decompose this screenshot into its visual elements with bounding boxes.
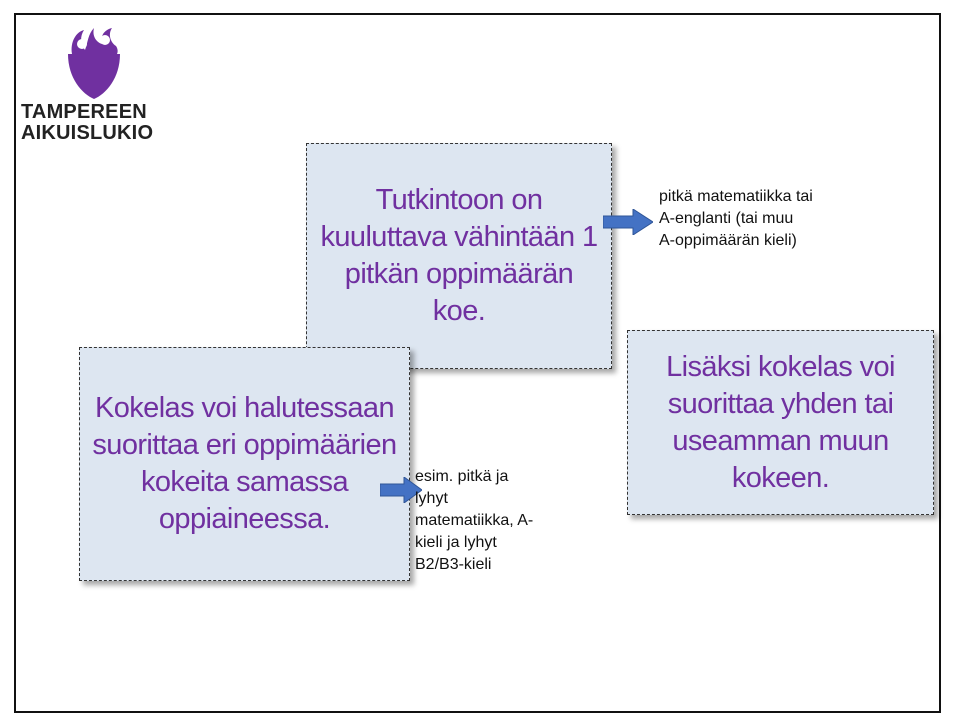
requirement-example-note: pitkä matematiikka tai A-englanti (tai m… bbox=[659, 188, 813, 249]
multiple-syllabi-box: Kokelas voi halutessaan suorittaa eri op… bbox=[79, 347, 410, 581]
requirement-text: Tutkintoon on kuuluttava vähintään 1 pit… bbox=[320, 184, 598, 327]
additional-exams-text: Lisäksi kokelas voi suorittaa yhden tai … bbox=[666, 350, 895, 494]
right-arrow-icon bbox=[603, 209, 653, 235]
right-arrow-icon bbox=[380, 477, 422, 503]
logo-line-1: TAMPEREEN bbox=[21, 101, 147, 123]
syllabi-example-note: esim. pitkä ja lyhyt matematiikka, A- ki… bbox=[415, 468, 534, 573]
requirement-box: Tutkintoon on kuuluttava vähintään 1 pit… bbox=[306, 143, 612, 369]
tampere-aikuislukio-flame-logo-icon bbox=[68, 28, 120, 99]
multiple-syllabi-text: Kokelas voi halutessaan suorittaa eri op… bbox=[92, 392, 397, 535]
logo-text: TAMPEREEN AIKUISLUKIO bbox=[21, 102, 153, 144]
logo-line-2: AIKUISLUKIO bbox=[21, 122, 154, 144]
additional-exams-box: Lisäksi kokelas voi suorittaa yhden tai … bbox=[627, 330, 934, 515]
